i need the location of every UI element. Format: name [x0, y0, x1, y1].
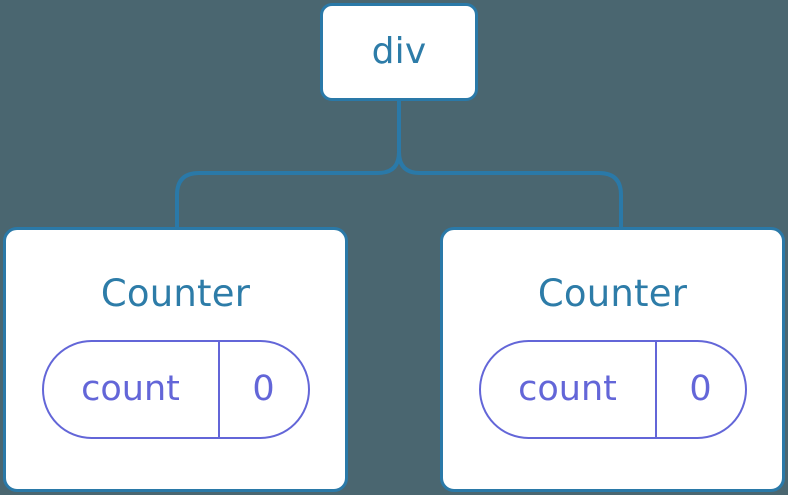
state-key-left: count: [44, 342, 220, 437]
node-counter-right[interactable]: Counter count 0: [440, 227, 785, 492]
state-pill-right[interactable]: count 0: [478, 340, 747, 439]
state-key-right: count: [481, 342, 657, 437]
state-key-right-label: count: [518, 369, 617, 409]
connector-left-branch: [175, 150, 401, 232]
state-pill-left[interactable]: count 0: [41, 340, 310, 439]
node-counter-left-label: Counter: [100, 272, 251, 315]
state-value-left: 0: [220, 342, 308, 437]
node-div-label: div: [371, 31, 427, 72]
node-counter-right-label: Counter: [537, 272, 688, 315]
state-value-right: 0: [657, 342, 745, 437]
node-counter-left[interactable]: Counter count 0: [3, 227, 348, 492]
state-value-right-label: 0: [689, 369, 712, 409]
connector-right-branch: [397, 150, 623, 232]
node-div[interactable]: div: [320, 3, 478, 101]
state-key-left-label: count: [81, 369, 180, 409]
state-value-left-label: 0: [252, 369, 275, 409]
